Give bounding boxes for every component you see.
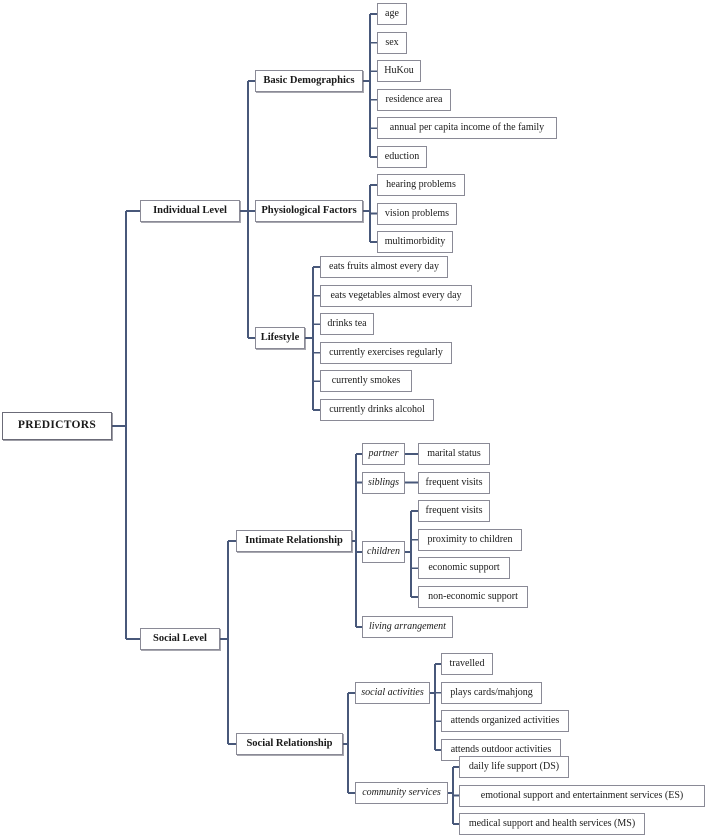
group-basic-demographics-label: Basic Demographics bbox=[263, 74, 355, 86]
root-label: PREDICTORS bbox=[17, 419, 97, 432]
subgroup-community-services-label: community services bbox=[362, 787, 441, 798]
leaf-label: eats vegetables almost every day bbox=[330, 289, 462, 301]
leaf-label: HuKou bbox=[384, 65, 414, 77]
leaf-node-age[interactable]: age bbox=[377, 3, 407, 25]
subgroup-node-community-services[interactable]: community services bbox=[355, 782, 448, 804]
leaf-node-travelled[interactable]: travelled bbox=[441, 653, 493, 675]
group-node-social-relationship[interactable]: Social Relationship bbox=[236, 733, 343, 755]
subgroup-node-social-activities[interactable]: social activities bbox=[355, 682, 430, 704]
leaf-node-medical-support[interactable]: medical support and health services (MS) bbox=[459, 813, 645, 835]
leaf-label: age bbox=[385, 8, 399, 19]
subgroup-node-partner[interactable]: partner bbox=[362, 443, 405, 465]
level-individual-label: Individual Level bbox=[153, 204, 227, 216]
group-node-lifestyle[interactable]: Lifestyle bbox=[255, 327, 305, 349]
group-lifestyle-label: Lifestyle bbox=[260, 331, 300, 343]
root-node-predictors[interactable]: PREDICTORS bbox=[2, 412, 112, 440]
leaf-label: multimorbidity bbox=[384, 236, 446, 247]
leaf-node-annual-income[interactable]: annual per capita income of the family bbox=[377, 117, 557, 140]
subgroup-node-children[interactable]: children bbox=[362, 541, 405, 563]
leaf-node-drinks-alcohol[interactable]: currently drinks alcohol bbox=[320, 399, 434, 421]
leaf-label: attends outdoor activities bbox=[450, 744, 552, 755]
leaf-node-currently-smokes[interactable]: currently smokes bbox=[320, 370, 412, 393]
leaf-label: proximity to children bbox=[427, 533, 513, 545]
group-intimate-relationship-label: Intimate Relationship bbox=[245, 534, 343, 546]
group-node-physiological-factors[interactable]: Physiological Factors bbox=[255, 200, 363, 222]
leaf-label: residence area bbox=[385, 93, 443, 105]
leaf-label: currently exercises regularly bbox=[329, 346, 443, 358]
group-social-relationship-label: Social Relationship bbox=[246, 737, 333, 749]
leaf-node-attends-organized-activities[interactable]: attends organized activities bbox=[441, 710, 569, 733]
level-node-individual[interactable]: Individual Level bbox=[140, 200, 240, 222]
leaf-label: eats fruits almost every day bbox=[329, 261, 439, 272]
leaf-node-eduction[interactable]: eduction bbox=[377, 146, 427, 168]
leaf-node-marital-status[interactable]: marital status bbox=[418, 443, 490, 465]
leaf-label: currently smokes bbox=[331, 375, 401, 387]
leaf-label: non-economic support bbox=[428, 591, 518, 602]
leaf-node-eats-fruits[interactable]: eats fruits almost every day bbox=[320, 256, 448, 278]
leaf-label: drinks tea bbox=[327, 318, 367, 330]
leaf-node-economic-support[interactable]: economic support bbox=[418, 557, 510, 580]
leaf-label: frequent visits bbox=[425, 505, 483, 516]
leaf-node-children-frequent-visits[interactable]: frequent visits bbox=[418, 500, 490, 522]
leaf-node-exercises-regularly[interactable]: currently exercises regularly bbox=[320, 341, 452, 364]
leaf-node-drinks-tea[interactable]: drinks tea bbox=[320, 313, 374, 336]
leaf-label: attends organized activities bbox=[450, 715, 560, 727]
leaf-node-proximity-to-children[interactable]: proximity to children bbox=[418, 528, 522, 551]
leaf-label: vision problems bbox=[384, 207, 450, 219]
leaf-node-hukou[interactable]: HuKou bbox=[377, 60, 421, 83]
leaf-label: hearing problems bbox=[386, 179, 456, 190]
leaf-label: eduction bbox=[384, 151, 420, 162]
leaf-node-emotional-support[interactable]: emotional support and entertainment serv… bbox=[459, 784, 705, 807]
leaf-label: travelled bbox=[449, 658, 485, 669]
subgroup-node-living-arrangement[interactable]: living arrangement bbox=[362, 616, 453, 638]
leaf-node-hearing-problems[interactable]: hearing problems bbox=[377, 174, 465, 196]
subgroup-children-label: children bbox=[367, 546, 400, 557]
leaf-label: economic support bbox=[428, 562, 500, 574]
group-physiological-factors-label: Physiological Factors bbox=[261, 204, 357, 216]
subgroup-living-arrangement-label: living arrangement bbox=[369, 621, 446, 632]
level-social-label: Social Level bbox=[153, 632, 207, 644]
leaf-label: currently drinks alcohol bbox=[329, 404, 425, 415]
subgroup-partner-label: partner bbox=[368, 448, 399, 459]
group-node-intimate-relationship[interactable]: Intimate Relationship bbox=[236, 530, 352, 552]
leaf-label: medical support and health services (MS) bbox=[468, 818, 636, 829]
leaf-node-vision-problems[interactable]: vision problems bbox=[377, 202, 457, 225]
subgroup-social-activities-label: social activities bbox=[361, 687, 424, 698]
leaf-node-plays-cards-mahjong[interactable]: plays cards/mahjong bbox=[441, 681, 542, 704]
leaf-label: marital status bbox=[427, 448, 481, 459]
leaf-node-daily-life-support[interactable]: daily life support (DS) bbox=[459, 756, 569, 778]
level-node-social[interactable]: Social Level bbox=[140, 628, 220, 650]
leaf-node-eats-vegetables[interactable]: eats vegetables almost every day bbox=[320, 284, 472, 307]
leaf-node-multimorbidity[interactable]: multimorbidity bbox=[377, 231, 453, 253]
leaf-label: frequent visits bbox=[425, 476, 483, 488]
leaf-node-sex[interactable]: sex bbox=[377, 31, 407, 54]
leaf-label: daily life support (DS) bbox=[468, 761, 560, 772]
subgroup-siblings-label: siblings bbox=[367, 476, 400, 488]
leaf-node-siblings-frequent-visits[interactable]: frequent visits bbox=[418, 471, 490, 494]
subgroup-node-siblings[interactable]: siblings bbox=[362, 471, 405, 494]
leaf-label: annual per capita income of the family bbox=[389, 122, 545, 134]
leaf-label: plays cards/mahjong bbox=[450, 686, 533, 698]
leaf-node-non-economic-support[interactable]: non-economic support bbox=[418, 586, 528, 608]
leaf-label: emotional support and entertainment serv… bbox=[480, 789, 684, 801]
group-node-basic-demographics[interactable]: Basic Demographics bbox=[255, 70, 363, 92]
leaf-node-residence-area[interactable]: residence area bbox=[377, 88, 451, 111]
leaf-label: sex bbox=[385, 36, 399, 48]
